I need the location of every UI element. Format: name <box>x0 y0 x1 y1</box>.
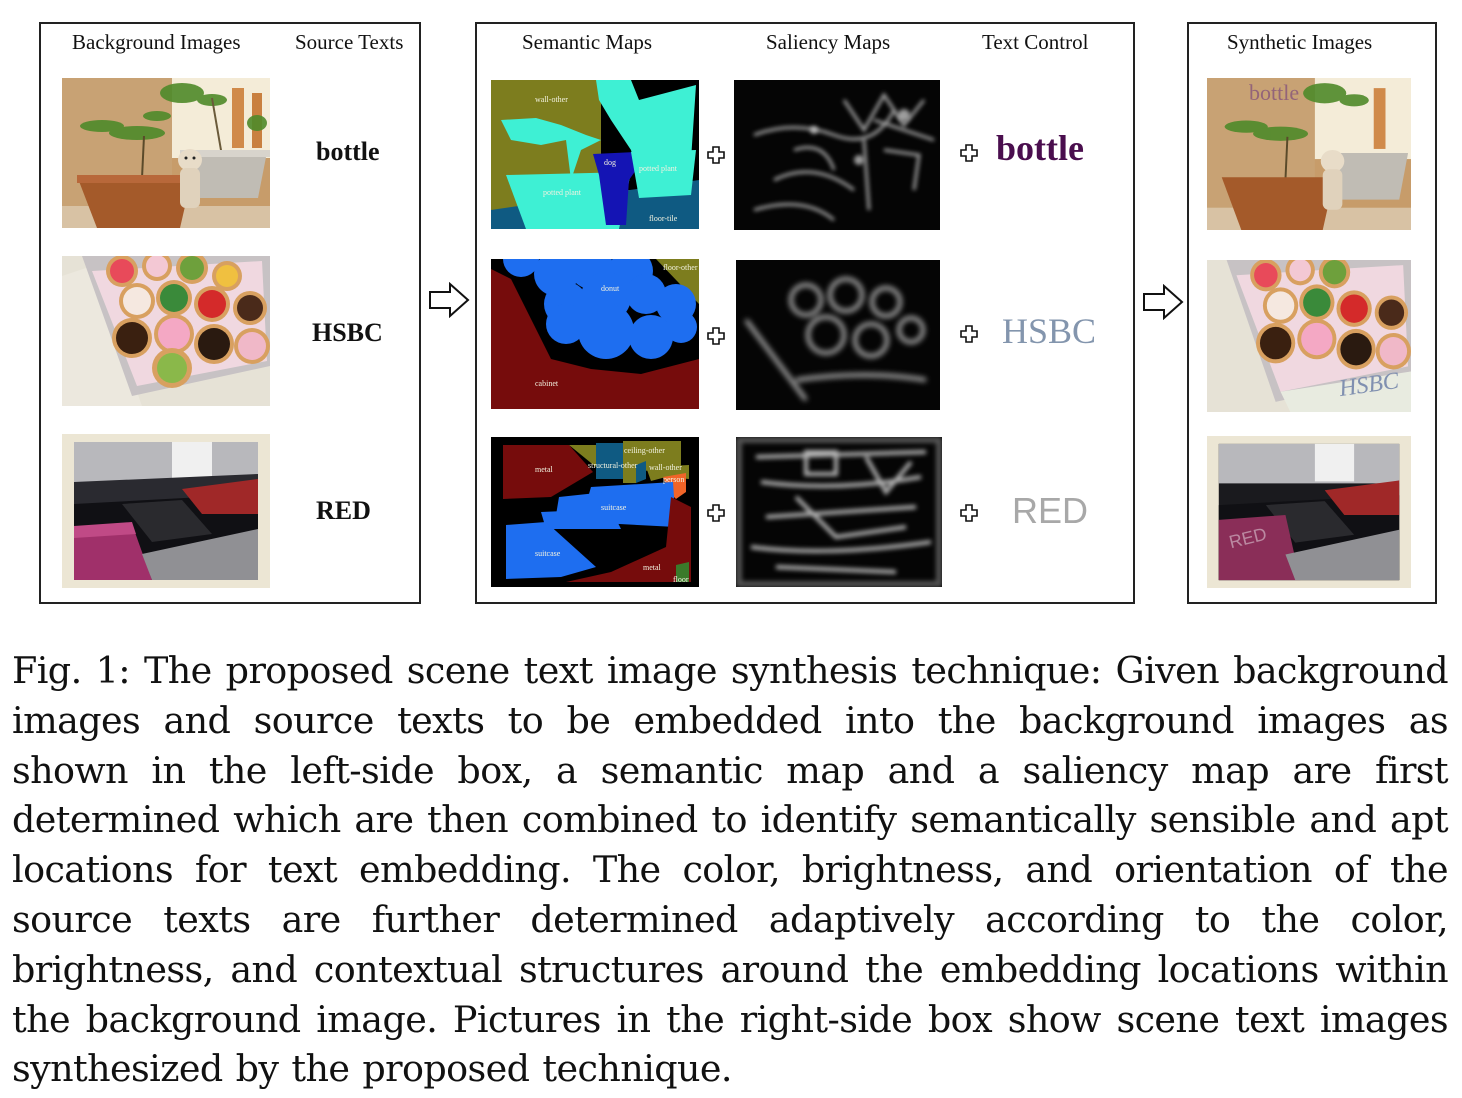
background-image-plants-dog <box>62 78 270 228</box>
semantic-map-luggage: ceiling-other structural-other wall-othe… <box>491 437 699 587</box>
text-control-bottle: bottle <box>996 128 1084 168</box>
saliency-map-plants <box>734 80 940 230</box>
plus-icon <box>706 503 726 523</box>
text-control-hsbc: HSBC <box>1002 311 1097 351</box>
seg-label: suitcase <box>601 503 627 512</box>
embedded-text-bottle: bottle <box>1249 80 1300 105</box>
seg-label: dog <box>604 158 616 167</box>
plus-icon <box>706 145 726 165</box>
saliency-map-donuts <box>736 260 940 410</box>
header-background-images: Background Images <box>72 30 241 54</box>
seg-label: donut <box>601 284 620 293</box>
seg-label: floor-tile <box>649 214 678 223</box>
seg-label: structural-other <box>588 461 638 470</box>
seg-label: person <box>663 475 685 484</box>
semantic-map-plants: wall-other dog potted plant potted plant… <box>491 80 699 229</box>
seg-label: suitcase <box>535 549 561 558</box>
header-text-control: Text Control <box>982 30 1089 54</box>
synthetic-image-red: RED <box>1207 436 1411 588</box>
seg-label: cabinet <box>535 379 559 388</box>
source-text-bottle: bottle <box>316 137 380 166</box>
seg-label: wall-other <box>535 95 568 104</box>
semantic-map-donuts: floor-other donut cabinet <box>491 259 699 409</box>
seg-label: potted plant <box>639 164 677 173</box>
header-semantic-maps: Semantic Maps <box>522 30 653 54</box>
plus-icon <box>959 143 979 163</box>
arrow-right-icon <box>428 281 470 319</box>
header-saliency-maps: Saliency Maps <box>766 30 891 54</box>
saliency-map-luggage <box>736 437 942 587</box>
arrow-right-icon <box>1142 283 1184 321</box>
source-text-red: RED <box>316 496 371 525</box>
seg-label: floor-other <box>663 263 698 272</box>
header-source-texts: Source Texts <box>295 30 404 54</box>
caption-label: Fig. 1: <box>12 649 131 692</box>
source-text-hsbc: HSBC <box>312 318 383 347</box>
seg-label: metal <box>643 563 661 572</box>
synthetic-image-bottle: bottle <box>1207 78 1411 230</box>
seg-label: metal <box>535 465 553 474</box>
seg-label: potted plant <box>543 188 581 197</box>
plus-icon <box>959 324 979 344</box>
background-image-luggage <box>62 434 270 588</box>
text-control-red: RED <box>1012 490 1089 531</box>
synthetic-image-hsbc: HSBC <box>1207 260 1411 412</box>
plus-icon <box>706 326 726 346</box>
seg-label: ceiling-other <box>624 446 665 455</box>
caption-text: The proposed scene text image synthesis … <box>12 649 1449 1091</box>
plus-icon <box>959 503 979 523</box>
seg-label: floor <box>673 575 689 584</box>
seg-label: wall-other <box>649 463 682 472</box>
figure-caption: Fig. 1: The proposed scene text image sy… <box>12 646 1449 1094</box>
background-image-donuts <box>62 256 270 406</box>
header-synthetic-images: Synthetic Images <box>1227 30 1373 54</box>
